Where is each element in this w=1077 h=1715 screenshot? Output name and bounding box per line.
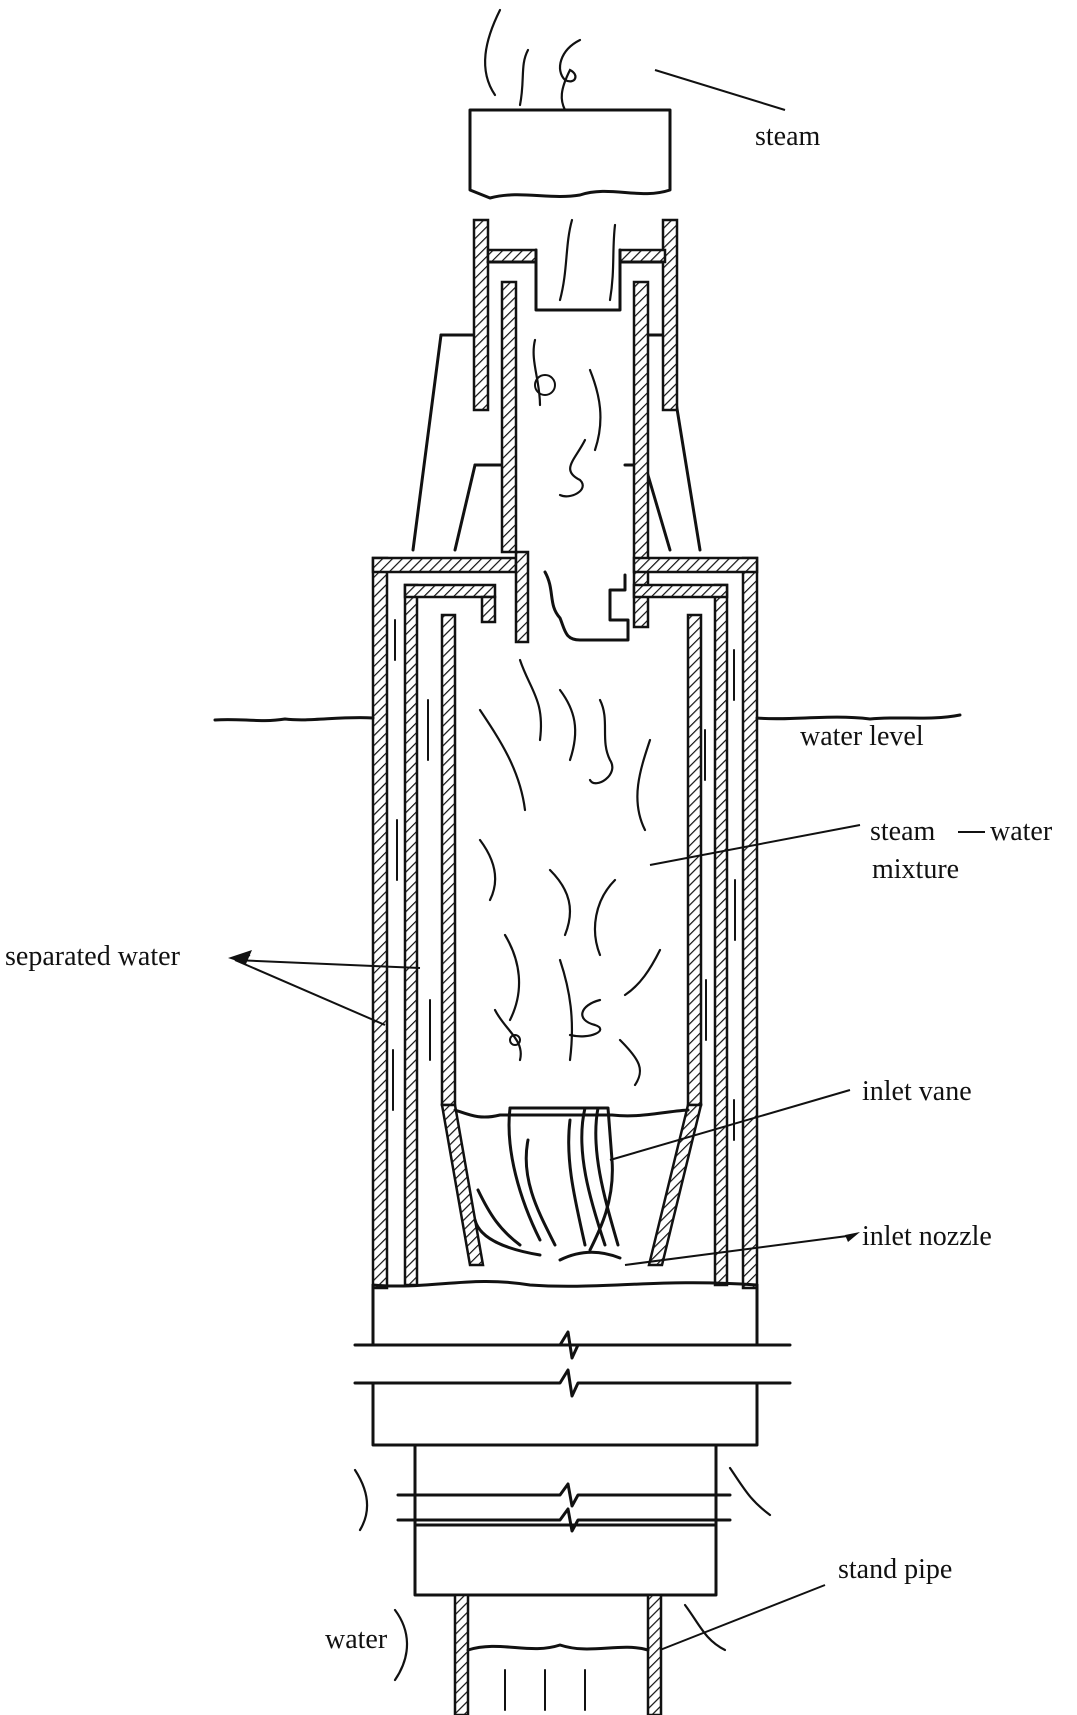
label-steam-water-2: water xyxy=(990,816,1053,847)
label-steam: steam xyxy=(755,121,821,152)
label-water-level: water level xyxy=(800,721,924,752)
steam-wisps xyxy=(483,8,582,112)
label-inlet-nozzle: inlet nozzle xyxy=(862,1221,992,1252)
upper-body xyxy=(411,218,702,629)
mixture-flow-lines xyxy=(478,658,662,1087)
label-steam-water-1: steam xyxy=(870,816,936,847)
main-shell xyxy=(371,550,759,1290)
inlet-vane xyxy=(453,1106,690,1262)
label-inlet-vane: inlet vane xyxy=(862,1076,972,1107)
top-cap xyxy=(468,108,672,200)
lower-assembly xyxy=(353,1280,792,1682)
label-separated-water: separated water xyxy=(5,941,181,972)
label-steam-water-3: mixture xyxy=(872,854,959,885)
leader-lines xyxy=(228,69,861,1651)
labels: steam water level steam water mixture se… xyxy=(5,121,1053,1655)
water-level-line xyxy=(213,713,962,723)
label-stand-pipe: stand pipe xyxy=(838,1554,952,1585)
stand-pipe xyxy=(453,1593,663,1715)
label-water: water xyxy=(325,1624,388,1655)
